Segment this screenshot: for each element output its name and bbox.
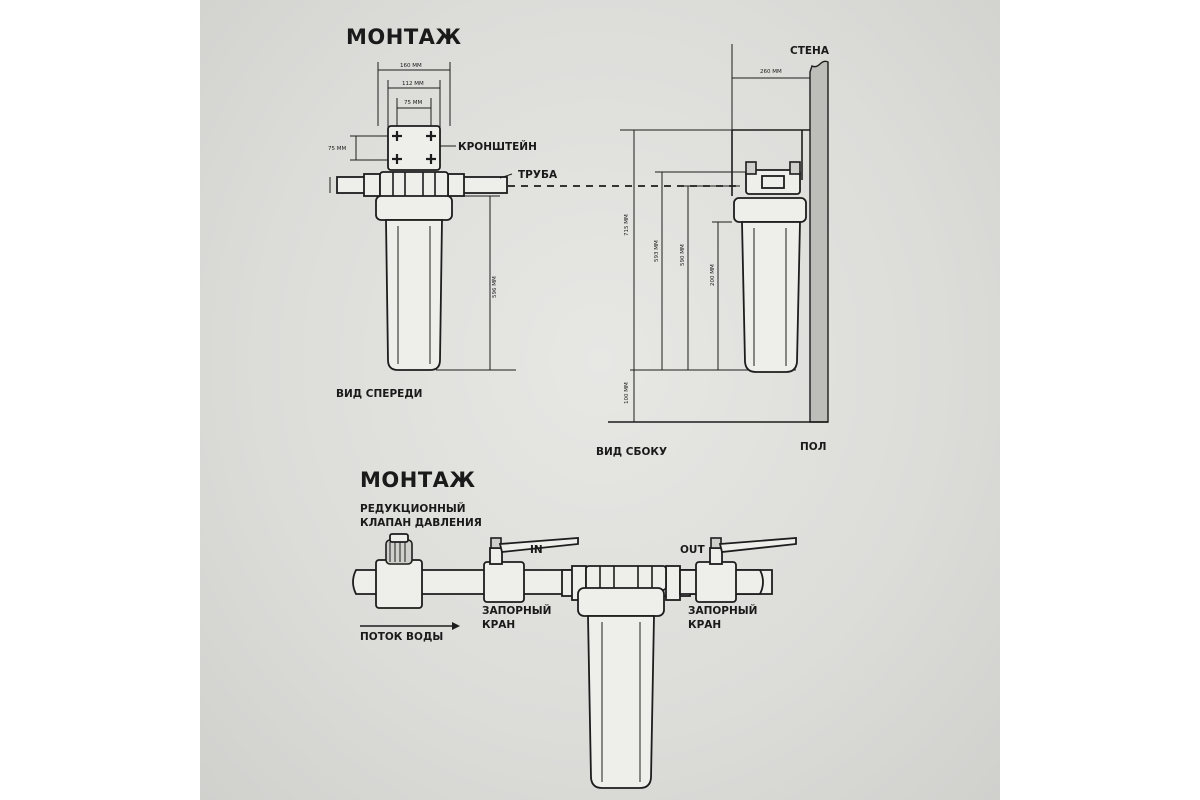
side-view-caption: ВИД СБОКУ	[596, 446, 667, 458]
plus-marker-icon	[426, 154, 436, 164]
dim-hole-height: 75 MM	[328, 146, 346, 152]
shutoff-valve-right-body	[695, 561, 737, 603]
install-nut-right	[665, 565, 681, 601]
plus-marker-icon	[426, 131, 436, 141]
wall	[809, 60, 829, 423]
shutoff-valve-right-nut	[710, 537, 722, 549]
dim-c: 200 MM	[710, 264, 716, 286]
title-top: МОНТАЖ	[346, 25, 462, 49]
arrow-right-icon	[360, 622, 460, 630]
pipe-label: ТРУБА	[518, 169, 558, 181]
front-view-caption: ВИД СПЕРЕДИ	[336, 388, 422, 400]
flow-label: ПОТОК ВОДЫ	[360, 631, 443, 643]
side-valve-stub-left	[745, 161, 757, 175]
reducer-label-1: РЕДУКЦИОННЫЙ	[360, 502, 466, 515]
dim-width-outer: 160 MM	[400, 63, 422, 69]
plus-marker-icon	[392, 154, 402, 164]
reducer-valve-cap	[389, 533, 409, 543]
reducer-valve-body	[375, 559, 423, 609]
instruction-sheet: МОНТАЖ МОНТАЖ 160 MM 112 MM 75 MM 75 MM	[200, 0, 1000, 800]
valve-right-label-1: ЗАПОРНЫЙ	[688, 604, 757, 617]
dim-width-inner: 75 MM	[404, 100, 422, 106]
install-filter-housing	[587, 615, 655, 789]
installation-diagram: МОНТАЖ МОНТАЖ 160 MM 112 MM 75 MM 75 MM	[328, 25, 830, 789]
valve-left-label-2: КРАН	[482, 619, 515, 631]
dim-width-mid: 112 MM	[402, 81, 424, 87]
side-head-center	[761, 175, 785, 189]
dim-b: 590 MM	[680, 244, 686, 266]
dim-total: 715 MM	[624, 214, 630, 236]
valve-left-label-1: ЗАПОРНЫЙ	[482, 604, 551, 617]
front-pipe-nut-left	[363, 173, 381, 197]
bracket-holes	[392, 131, 436, 164]
install-filter-head	[585, 565, 667, 591]
front-filter-cap	[375, 195, 453, 221]
dim-floor: 100 MM	[624, 382, 630, 404]
installation-scheme: РЕДУКЦИОННЫЙ КЛАПАН ДАВЛЕНИЯ IN ЗАПОРНЫЙ…	[352, 502, 797, 789]
floor-label: ПОЛ	[800, 441, 826, 453]
in-label: IN	[530, 544, 543, 556]
side-valve-stub-right	[789, 161, 801, 175]
valve-right-label-2: КРАН	[688, 619, 721, 631]
wall-label: СТЕНА	[790, 45, 830, 57]
front-pipe-nut-right	[447, 173, 465, 197]
title-bottom: МОНТАЖ	[360, 468, 476, 492]
shutoff-valve-left-nut	[490, 537, 502, 549]
side-view: СТЕНА ПОЛ 260 MM 715 MM 593 MM 590 MM 20…	[596, 44, 830, 458]
side-filter-cap	[733, 197, 807, 223]
bracket-plate	[387, 125, 441, 171]
front-view: 160 MM 112 MM 75 MM 75 MM КРОНШТЕЙН	[328, 62, 558, 400]
install-filter-cap	[577, 587, 665, 617]
shutoff-valve-right-stem	[709, 547, 723, 565]
side-filter-housing	[741, 221, 801, 373]
out-label: OUT	[680, 544, 705, 556]
front-width-dimensions: 160 MM 112 MM 75 MM 75 MM	[328, 62, 451, 161]
shutoff-valve-right-handle	[718, 537, 797, 553]
shutoff-valve-left-stem	[489, 547, 503, 565]
dim-front-height: 596 MM	[492, 276, 498, 298]
dim-a: 593 MM	[654, 240, 660, 262]
bracket-label: КРОНШТЕЙН	[458, 140, 537, 153]
dim-wall-offset: 260 MM	[760, 69, 782, 75]
plus-marker-icon	[392, 131, 402, 141]
shutoff-valve-left-body	[483, 561, 525, 603]
reducer-label-2: КЛАПАН ДАВЛЕНИЯ	[360, 517, 482, 529]
shutoff-valve-left-handle	[498, 537, 579, 553]
front-filter-head	[379, 171, 449, 199]
front-filter-housing	[385, 219, 443, 371]
